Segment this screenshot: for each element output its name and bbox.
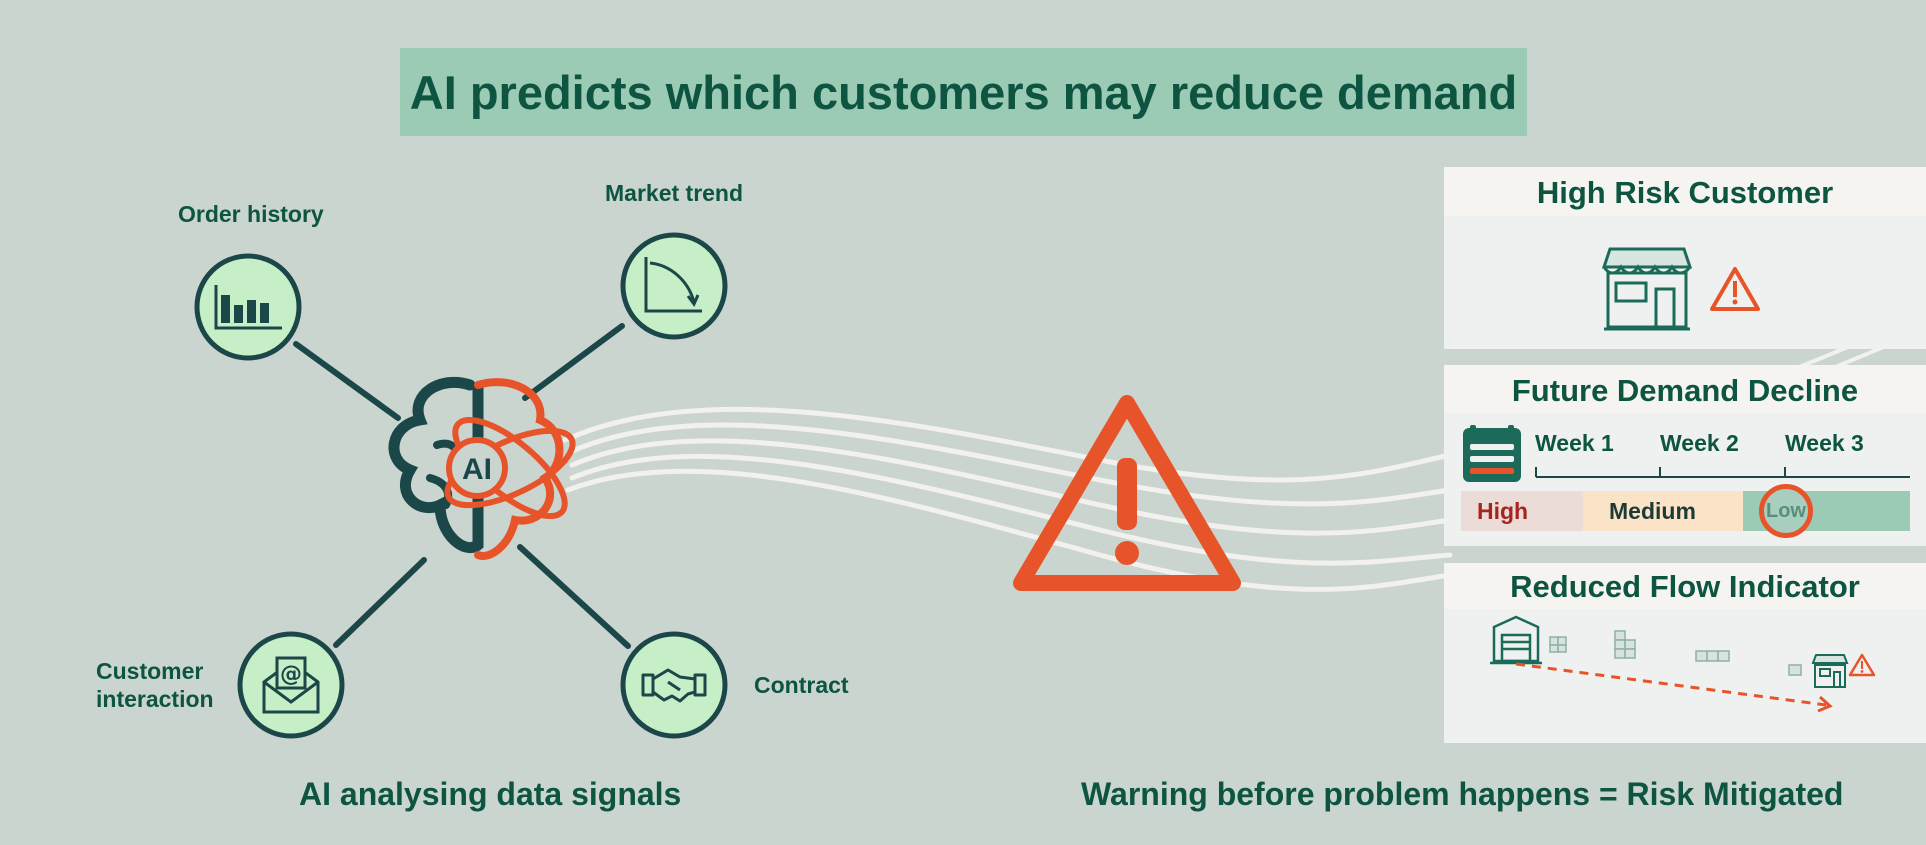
future-demand-decline-panel: Future Demand Decline Week 1 Week 2 Week… bbox=[1444, 365, 1926, 546]
demand-level-low-label: Low bbox=[1766, 499, 1806, 522]
alert-triangle-icon bbox=[1710, 267, 1760, 311]
order-history-label: Order history bbox=[178, 201, 324, 227]
declining-curve-icon bbox=[644, 257, 702, 313]
store-icon bbox=[1602, 247, 1693, 331]
high-risk-customer-panel: High Risk Customer bbox=[1444, 167, 1926, 349]
week-3-label: Week 3 bbox=[1785, 430, 1864, 456]
ai-hub: AI bbox=[388, 376, 576, 560]
customer-interaction-label-line1: Customer bbox=[96, 658, 204, 684]
order-history-node bbox=[194, 253, 302, 361]
demand-level-medium-label: Medium bbox=[1609, 497, 1696, 524]
contract-label: Contract bbox=[754, 672, 849, 698]
page-title: AI predicts which customers may reduce d… bbox=[409, 65, 1518, 119]
calendar-icon bbox=[1463, 425, 1521, 482]
handshake-icon bbox=[641, 668, 707, 703]
market-trend-label: Market trend bbox=[605, 180, 744, 206]
customer-interaction-node: @ bbox=[237, 631, 345, 739]
store-icon bbox=[1811, 654, 1849, 688]
warning-triangle-icon bbox=[1013, 395, 1241, 591]
high-risk-customer-title: High Risk Customer bbox=[1444, 167, 1926, 216]
reduced-flow-indicator-panel: Reduced Flow Indicator bbox=[1444, 563, 1926, 743]
demand-level-high: High bbox=[1461, 491, 1583, 531]
future-demand-decline-title: Future Demand Decline bbox=[1444, 365, 1926, 413]
demand-level-high-label: High bbox=[1477, 497, 1529, 524]
alert-triangle-icon bbox=[1848, 653, 1876, 677]
warehouse-icon bbox=[1490, 615, 1542, 665]
market-trend-node bbox=[620, 232, 728, 340]
demand-level-low: Low bbox=[1743, 484, 1910, 538]
reduced-flow-indicator-title: Reduced Flow Indicator bbox=[1444, 563, 1926, 609]
ai-brain-atom-icon bbox=[388, 376, 576, 560]
flow-illustration bbox=[1490, 615, 1876, 713]
demand-level-medium: Medium bbox=[1583, 491, 1743, 531]
svg-text:@: @ bbox=[280, 662, 302, 687]
low-highlight-circle: Low bbox=[1759, 484, 1813, 538]
title-banner: AI predicts which customers may reduce d… bbox=[400, 48, 1527, 136]
ai-hub-label: AI bbox=[462, 453, 492, 486]
customer-interaction-label-line2: interaction bbox=[96, 686, 214, 712]
bar-chart-icon bbox=[214, 285, 282, 330]
footer-left-caption: AI analysing data signals bbox=[299, 776, 682, 812]
week-timeline-axis bbox=[1535, 467, 1910, 478]
flow-arrow bbox=[1515, 662, 1833, 713]
connector-lines bbox=[293, 323, 631, 649]
store-warning-illustration bbox=[1602, 247, 1760, 331]
footer-right-caption: Warning before problem happens = Risk Mi… bbox=[1081, 776, 1844, 812]
week-1-label: Week 1 bbox=[1535, 430, 1614, 456]
box-icon bbox=[1549, 630, 1802, 676]
week-2-label: Week 2 bbox=[1660, 430, 1739, 456]
email-envelope-icon: @ bbox=[262, 656, 320, 714]
contract-node bbox=[620, 631, 728, 739]
